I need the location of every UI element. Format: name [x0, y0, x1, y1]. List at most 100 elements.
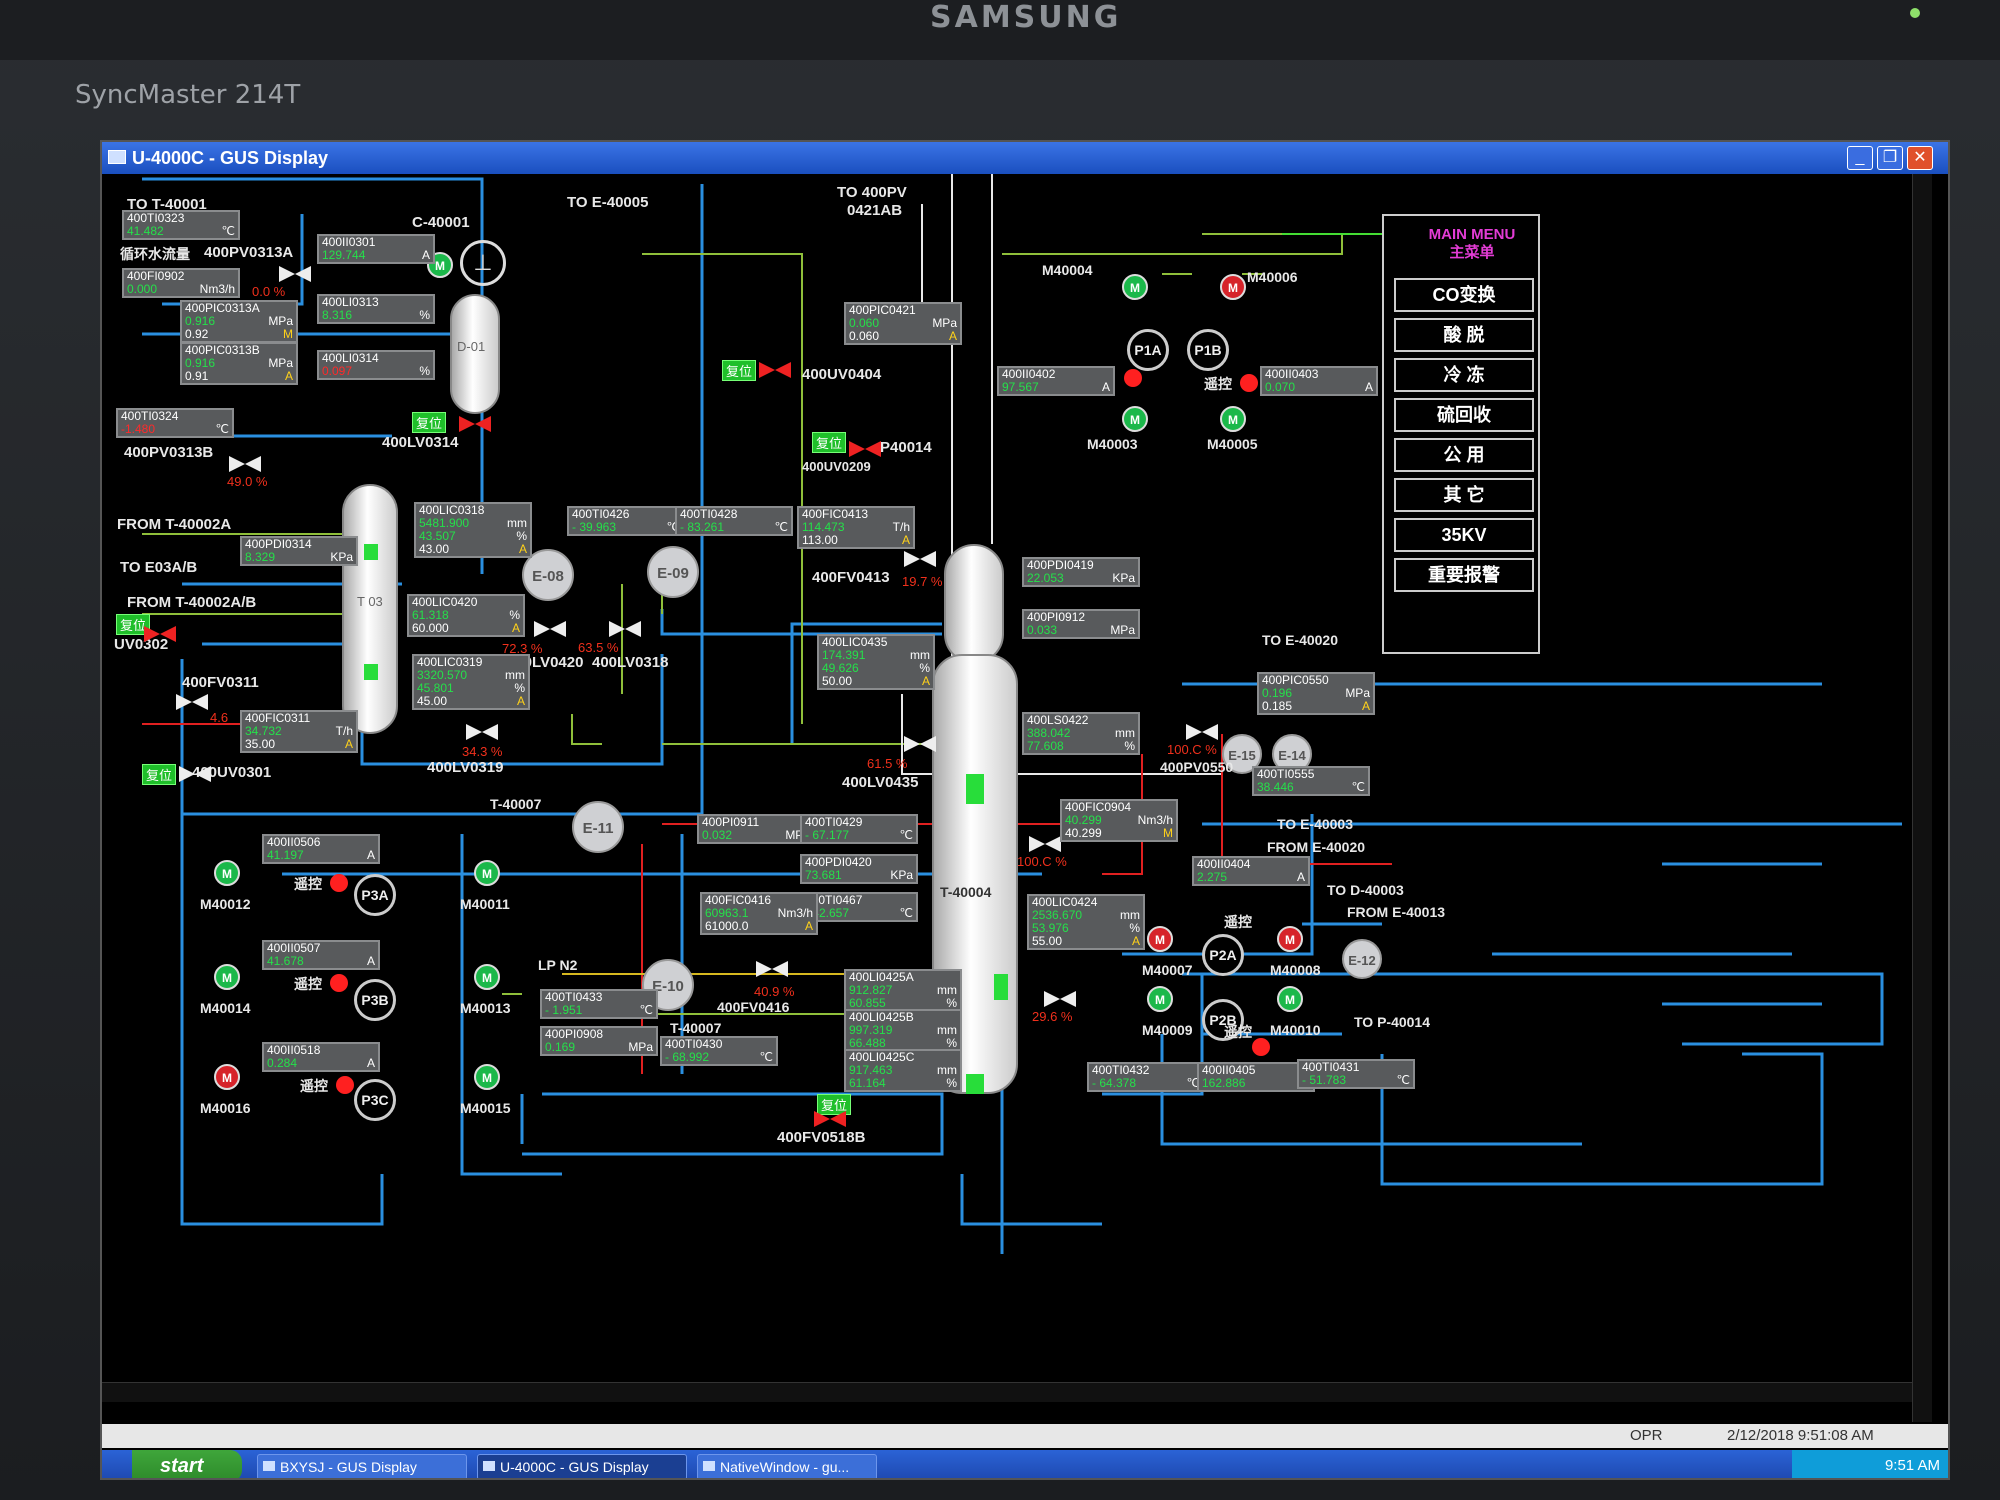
motor-m40005[interactable]: M: [1220, 406, 1246, 432]
pump-p1b[interactable]: P1B: [1187, 329, 1229, 371]
motor-m40006[interactable]: M: [1220, 274, 1246, 300]
control-valve[interactable]: [177, 764, 213, 784]
control-valve[interactable]: [277, 264, 313, 284]
shutoff-valve[interactable]: [847, 439, 883, 459]
reset-button-uv0302[interactable]: 复位: [116, 614, 151, 635]
start-button[interactable]: start: [132, 1450, 242, 1478]
motor-m40007[interactable]: M: [1147, 926, 1173, 952]
close-button[interactable]: ✕: [1907, 146, 1933, 170]
control-valve[interactable]: [902, 549, 938, 569]
exchanger-e09[interactable]: E-09: [647, 546, 699, 598]
motor-m40008[interactable]: M: [1277, 926, 1303, 952]
control-valve[interactable]: [532, 619, 568, 639]
motor-m40010[interactable]: M: [1277, 986, 1303, 1012]
motor-m40016[interactable]: M: [214, 1064, 240, 1090]
vertical-scrollbar[interactable]: [1912, 174, 1932, 1422]
column-top-section[interactable]: [944, 544, 1004, 664]
pump-p3c[interactable]: P3C: [354, 1079, 396, 1121]
shutoff-valve[interactable]: [457, 414, 493, 434]
control-valve[interactable]: [754, 959, 790, 979]
menu-item-35kv[interactable]: 35KV: [1394, 518, 1534, 552]
menu-item-acid-removal[interactable]: 酸 脱: [1394, 318, 1534, 352]
motor-m40015[interactable]: M: [474, 1064, 500, 1090]
exchanger-e10[interactable]: E-10: [642, 959, 694, 1011]
motor-m40003[interactable]: M: [1122, 406, 1148, 432]
motor-m40009[interactable]: M: [1147, 986, 1173, 1012]
motor-m40014[interactable]: M: [214, 964, 240, 990]
taskbar-item-u4000c[interactable]: U-4000C - GUS Display: [477, 1454, 687, 1478]
menu-item-utilities[interactable]: 公 用: [1394, 438, 1534, 472]
menu-item-other[interactable]: 其 它: [1394, 478, 1534, 512]
tag-400ti0430[interactable]: 400TI0430- 68.992℃: [660, 1036, 778, 1066]
tag-400ti0433[interactable]: 400TI0433- 1.951℃: [540, 989, 658, 1019]
shutoff-valve[interactable]: [142, 624, 178, 644]
taskbar-item-bxysj[interactable]: BXYSJ - GUS Display: [257, 1454, 467, 1478]
motor-m40011[interactable]: M: [474, 860, 500, 886]
motor-m40004[interactable]: M: [1122, 274, 1148, 300]
reset-button-uv0209[interactable]: 复位: [812, 432, 847, 453]
reset-button-uv0301[interactable]: 复位: [142, 764, 177, 785]
shutoff-valve[interactable]: [757, 360, 793, 380]
tag-400ti0432[interactable]: 400TI0432- 64.378℃: [1087, 1062, 1205, 1092]
minimize-button[interactable]: _: [1847, 146, 1873, 170]
control-valve[interactable]: [902, 734, 938, 754]
control-valve[interactable]: [1042, 989, 1078, 1009]
exchanger-e11[interactable]: E-11: [572, 801, 624, 853]
menu-item-refrigeration[interactable]: 冷 冻: [1394, 358, 1534, 392]
menu-item-alarms[interactable]: 重要报警: [1394, 558, 1534, 592]
tag-400ti0324[interactable]: 400TI0324-1.480℃: [116, 408, 234, 438]
menu-item-sulfur-recovery[interactable]: 硫回收: [1394, 398, 1534, 432]
horizontal-scrollbar[interactable]: [102, 1382, 1912, 1402]
window-titlebar[interactable]: U-4000C - GUS Display: [102, 142, 1948, 174]
pump-p3a[interactable]: P3A: [354, 874, 396, 916]
tag-400ti0426[interactable]: 400TI0426- 39.963℃: [567, 506, 685, 536]
vessel-d01[interactable]: [450, 294, 500, 414]
control-valve[interactable]: [607, 619, 643, 639]
pump-p1a[interactable]: P1A: [1127, 329, 1169, 371]
tag-400ti0428[interactable]: 400TI0428- 83.261℃: [675, 506, 793, 536]
control-valve[interactable]: [1027, 834, 1063, 854]
pump-p3b[interactable]: P3B: [354, 979, 396, 1021]
taskbar-item-nativewindow[interactable]: NativeWindow - gu...: [697, 1454, 877, 1478]
shutoff-valve[interactable]: [812, 1109, 848, 1129]
tag-400ti0431[interactable]: 400TI0431- 51.783℃: [1297, 1059, 1415, 1089]
pump-p2a[interactable]: P2A: [1202, 934, 1244, 976]
maximize-button[interactable]: ❐: [1877, 146, 1903, 170]
tag-400ti0467[interactable]: 400TI0467- 42.657℃: [800, 892, 918, 922]
compressor-c40001[interactable]: ⊥: [460, 240, 506, 286]
pump-p2b[interactable]: P2B: [1202, 999, 1244, 1041]
control-valve[interactable]: [174, 692, 210, 712]
